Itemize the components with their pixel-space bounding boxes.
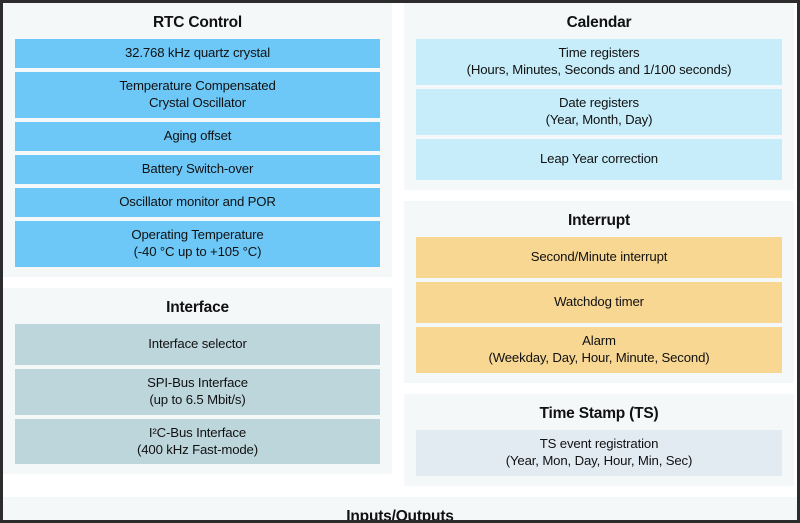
interface-item-spi-bus-line1: SPI-Bus Interface — [147, 374, 248, 390]
time-stamp-item-event-registration[interactable]: TS event registration (Year, Mon, Day, H… — [416, 430, 782, 477]
interface-item-i2c-bus-line2: (400 kHz Fast-mode) — [136, 441, 258, 457]
calendar-item-time-registers[interactable]: Time registers (Hours, Minutes, Seconds … — [416, 39, 782, 86]
panel-title-rtc-control: RTC Control — [152, 14, 243, 31]
left-column: RTC Control 32.768 kHz quartz crystal Te… — [3, 3, 392, 486]
calendar-item-time-registers-label: Time registers (Hours, Minutes, Seconds … — [467, 45, 732, 79]
rtc-item-aging-offset[interactable]: Aging offset — [15, 122, 380, 151]
panel-inputs-outputs: Inputs/Outputs Interrupt config TS input… — [3, 497, 797, 523]
interrupt-item-alarm-line1: Alarm — [582, 333, 616, 349]
interrupt-item-watchdog-timer[interactable]: Watchdog timer — [416, 282, 782, 324]
interrupt-item-alarm-label: Alarm (Weekday, Day, Hour, Minute, Secon… — [488, 333, 709, 367]
right-column: Calendar Time registers (Hours, Minutes,… — [404, 3, 794, 487]
interface-item-i2c-bus[interactable]: I²C-Bus Interface (400 kHz Fast-mode) — [15, 418, 380, 465]
interrupt-item-second-minute-label: Second/Minute interrupt — [530, 249, 668, 265]
panel-time-stamp: Time Stamp (TS) TS event registration (Y… — [404, 394, 794, 487]
rtc-item-aging-offset-label: Aging offset — [163, 128, 232, 144]
calendar-rows: Time registers (Hours, Minutes, Seconds … — [416, 39, 782, 180]
calendar-item-date-registers-line1: Date registers — [558, 95, 639, 111]
rtc-item-quartz-crystal-label: 32.768 kHz quartz crystal — [124, 45, 271, 61]
interface-item-spi-bus-label: SPI-Bus Interface (up to 6.5 Mbit/s) — [147, 375, 248, 409]
interface-rows: Interface selector SPI-Bus Interface (up… — [15, 323, 380, 465]
interrupt-item-alarm[interactable]: Alarm (Weekday, Day, Hour, Minute, Secon… — [416, 327, 782, 374]
diagram-columns: RTC Control 32.768 kHz quartz crystal Te… — [3, 3, 797, 487]
interface-item-spi-bus[interactable]: SPI-Bus Interface (up to 6.5 Mbit/s) — [15, 368, 380, 415]
interface-item-i2c-bus-line1: I²C-Bus Interface — [148, 424, 247, 440]
panel-title-interrupt: Interrupt — [568, 211, 630, 229]
rtc-item-operating-temperature-line2: (-40 °C up to +105 °C) — [133, 243, 262, 259]
time-stamp-item-event-registration-line2: (Year, Mon, Day, Hour, Min, Sec) — [505, 453, 693, 469]
time-stamp-rows: TS event registration (Year, Mon, Day, H… — [416, 430, 782, 477]
rtc-item-operating-temperature[interactable]: Operating Temperature (-40 °C up to +105… — [15, 220, 380, 267]
rtc-item-operating-temperature-label: Operating Temperature (-40 °C up to +105… — [131, 227, 263, 261]
time-stamp-item-event-registration-line1: TS event registration — [539, 436, 659, 452]
panel-calendar: Calendar Time registers (Hours, Minutes,… — [404, 3, 794, 190]
rtc-item-oscillator-monitor-por[interactable]: Oscillator monitor and POR — [15, 187, 380, 217]
interrupt-item-alarm-line2: (Weekday, Day, Hour, Minute, Second) — [488, 350, 710, 366]
rtc-item-oscillator-monitor-por-label: Oscillator monitor and POR — [119, 193, 276, 209]
interrupt-item-second-minute[interactable]: Second/Minute interrupt — [416, 237, 782, 279]
calendar-item-time-registers-line1: Time registers — [558, 45, 640, 61]
rtc-item-tcxo-line1: Temperature Compensated — [119, 78, 276, 94]
rtc-item-tcxo[interactable]: Temperature Compensated Crystal Oscillat… — [15, 72, 380, 119]
calendar-item-date-registers[interactable]: Date registers (Year, Month, Day) — [416, 89, 782, 135]
rtc-item-battery-switch-over-label: Battery Switch-over — [141, 160, 254, 176]
panel-title-inputs-outputs: Inputs/Outputs — [346, 508, 454, 523]
interrupt-rows: Second/Minute interrupt Watchdog timer A… — [416, 237, 782, 374]
interface-item-spi-bus-line2: (up to 6.5 Mbit/s) — [149, 391, 246, 407]
rtc-item-operating-temperature-line1: Operating Temperature — [131, 226, 264, 242]
calendar-item-date-registers-label: Date registers (Year, Month, Day) — [546, 95, 653, 129]
rtc-control-rows: 32.768 kHz quartz crystal Temperature Co… — [15, 39, 380, 267]
panel-title-time-stamp: Time Stamp (TS) — [539, 405, 659, 423]
interface-item-i2c-bus-label: I²C-Bus Interface (400 kHz Fast-mode) — [137, 425, 258, 459]
calendar-item-leap-year-correction-label: Leap Year correction — [540, 150, 658, 166]
panel-interface: Interface Interface selector SPI-Bus Int… — [3, 287, 392, 475]
calendar-item-date-registers-line2: (Year, Month, Day) — [545, 112, 653, 128]
panel-title-interface: Interface — [166, 298, 229, 316]
interrupt-item-watchdog-timer-label: Watchdog timer — [554, 294, 644, 310]
panel-title-calendar: Calendar — [566, 14, 632, 31]
panel-rtc-control: RTC Control 32.768 kHz quartz crystal Te… — [3, 3, 392, 277]
rtc-item-tcxo-label: Temperature Compensated Crystal Oscillat… — [119, 78, 276, 112]
rtc-item-battery-switch-over[interactable]: Battery Switch-over — [15, 154, 380, 184]
interface-item-selector-label: Interface selector — [148, 335, 247, 351]
interface-item-selector[interactable]: Interface selector — [15, 323, 380, 365]
rtc-item-tcxo-line2: Crystal Oscillator — [149, 95, 246, 111]
rtc-item-quartz-crystal[interactable]: 32.768 kHz quartz crystal — [15, 39, 380, 69]
time-stamp-item-event-registration-label: TS event registration (Year, Mon, Day, H… — [506, 436, 693, 470]
panel-interrupt: Interrupt Second/Minute interrupt Watchd… — [404, 200, 794, 384]
calendar-item-time-registers-line2: (Hours, Minutes, Seconds and 1/100 secon… — [466, 62, 732, 78]
calendar-item-leap-year-correction[interactable]: Leap Year correction — [416, 138, 782, 180]
